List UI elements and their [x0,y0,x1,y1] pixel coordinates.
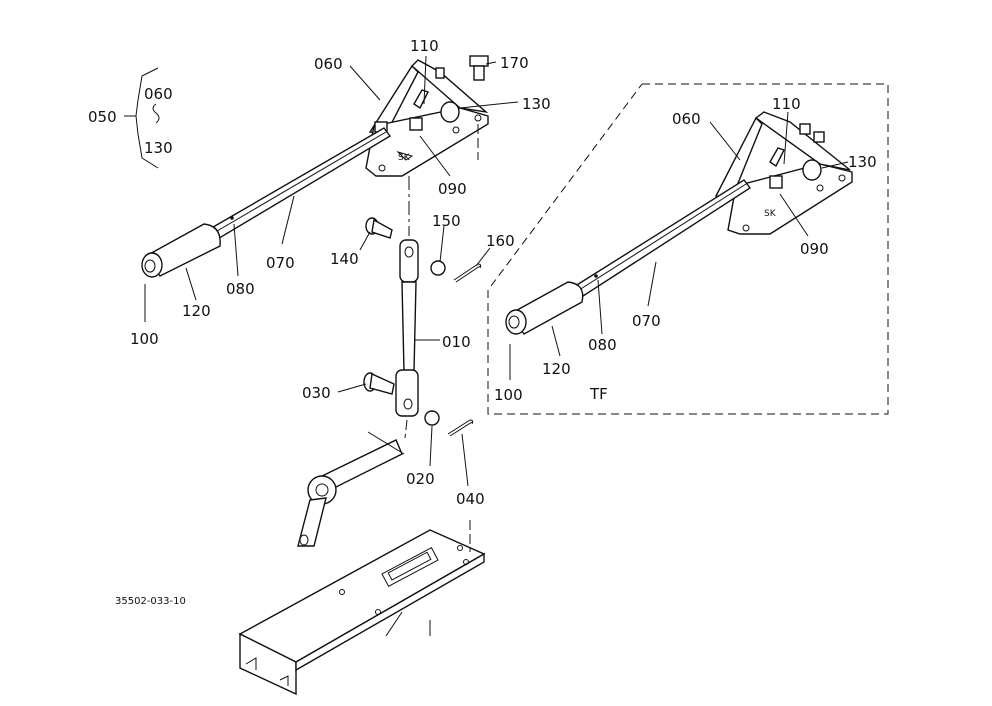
label-130-group: 130 [144,139,173,157]
label-060: 060 [314,55,343,73]
lever-bracket-left: SK [365,59,489,177]
lever-rod-070-left [206,127,392,241]
label-130-right: 130 [848,153,877,171]
grip-120-right [505,281,584,335]
label-070-right: 070 [632,312,661,330]
label-090-right: 090 [800,240,829,258]
grip-120-left [141,223,221,278]
label-080-right: 080 [588,336,617,354]
label-100-right: 100 [494,386,523,404]
cotter-pin-160 [453,263,482,283]
drawing-reference: 35502-033-10 [115,596,186,607]
part-labels: 050 060 130 060 110 170 130 090 070 080 … [88,37,877,607]
label-140: 140 [330,250,359,268]
label-030: 030 [302,384,331,402]
label-170: 170 [500,54,529,72]
clevis-pin-140 [365,217,393,239]
label-080: 080 [226,280,255,298]
label-100: 100 [130,330,159,348]
center-lines-left [144,124,479,636]
leaders-right [509,111,849,380]
label-090: 090 [438,180,467,198]
label-120: 120 [182,302,211,320]
cotter-pin-040 [447,419,474,437]
label-050: 050 [88,108,117,126]
label-tf: TF [589,385,608,403]
label-160: 160 [486,232,515,250]
pin-080-right [594,274,598,278]
washer-020 [424,410,440,426]
label-130: 130 [522,95,551,113]
label-060-group: 060 [144,85,173,103]
label-060-right: 060 [672,110,701,128]
assembly-bracket-050 [124,67,160,169]
label-070: 070 [266,254,295,272]
bolt-170 [469,55,489,81]
lower-arm [297,431,405,547]
svg-text:SK: SK [398,153,411,163]
leaders-left [185,55,519,487]
knob-130-right [802,159,822,181]
label-040: 040 [456,490,485,508]
pin-080-left [230,216,234,220]
label-150: 150 [432,212,461,230]
knob-130-left [440,101,460,123]
label-120-right: 120 [542,360,571,378]
svg-text:SK: SK [764,209,777,219]
clevis-pin-030 [363,372,395,395]
label-110-right: 110 [772,95,801,113]
lock-pin-110-right [769,147,785,189]
label-110: 110 [410,37,439,55]
washer-150 [430,260,446,276]
base-plate [238,529,486,696]
link-rod-010 [395,239,419,417]
label-010: 010 [442,333,471,351]
lever-rod-070-right [570,179,752,299]
lever-bracket-right: SK [714,111,853,235]
label-020: 020 [406,470,435,488]
